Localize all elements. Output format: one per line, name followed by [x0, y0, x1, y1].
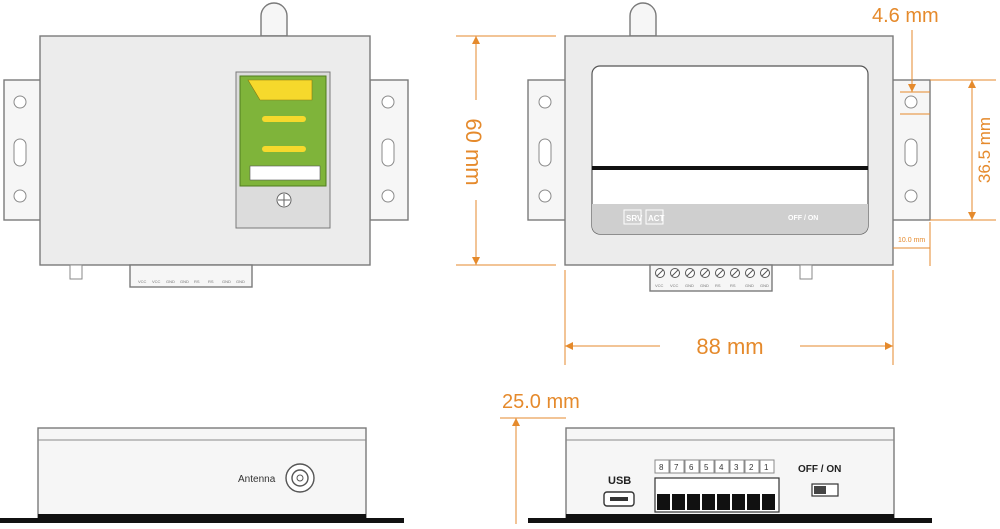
srv-label: SRV [626, 214, 643, 223]
sim-contact-strip [262, 146, 306, 152]
panel-footer [592, 204, 868, 234]
dip-number: 4 [719, 463, 724, 472]
terminal-strip [129, 264, 253, 288]
dim-hole-spacing: 36.5 mm [975, 117, 994, 183]
antenna-label: Antenna [238, 474, 276, 485]
dim-width: 88 mm [696, 334, 763, 359]
dim-height: 60 mm [461, 118, 486, 185]
ear-hole [13, 95, 27, 109]
act-led [645, 209, 664, 225]
dip-number: 6 [689, 463, 694, 472]
dim-ear-width: 10.0 mm [898, 237, 925, 244]
sim-connector [249, 165, 321, 181]
keyhole-slot [13, 138, 27, 167]
keyhole-slot [538, 138, 552, 167]
act-label: ACT [648, 214, 665, 223]
antenna-side-view: Antenna [0, 427, 404, 523]
terminal-label: GND [700, 283, 709, 288]
terminal-label: GND [236, 279, 245, 284]
terminal-label: VCC [138, 279, 147, 284]
terminal-label: GND [180, 279, 189, 284]
dip-number: 1 [764, 463, 769, 472]
ear-hole [381, 189, 395, 203]
dip-number: 5 [704, 463, 709, 472]
dim-top-gap: 4.6 mm [872, 5, 939, 27]
terminal-label: GND [166, 279, 175, 284]
terminal-label: GND [222, 279, 231, 284]
usb-label: USB [608, 475, 631, 487]
connector-stub [799, 264, 813, 280]
ear-hole [13, 189, 27, 203]
dim-depth: 25.0 mm [502, 391, 580, 413]
terminal-label: VCC [152, 279, 161, 284]
dip-number-row [654, 459, 775, 474]
dip-switches [657, 494, 775, 510]
antenna-stub [629, 2, 657, 37]
terminal-label: RS [730, 283, 736, 288]
terminal-label: RS [715, 283, 721, 288]
keyhole-slot [904, 138, 918, 167]
terminal-label: RS [208, 279, 214, 284]
sim-contacts [247, 79, 313, 101]
usb-side-view: 25.0 mm USB 8 7 6 5 4 3 2 1 OFF / ON [500, 391, 932, 524]
dip-number: 7 [674, 463, 679, 472]
antenna-stub [260, 2, 288, 37]
ear-hole [538, 189, 552, 203]
dip-number: 8 [659, 463, 664, 472]
terminal-label: VCC [655, 283, 664, 288]
ear-hole [381, 95, 395, 109]
srv-led [623, 209, 642, 225]
front-view: SRV ACT OFF / ON VCC VCC GND GND RS RS G… [456, 2, 996, 365]
terminal-label: RS [194, 279, 200, 284]
dip-number: 3 [734, 463, 739, 472]
terminal-label: GND [745, 283, 754, 288]
switch-label: OFF / ON [788, 215, 818, 222]
connector-stub [69, 264, 83, 280]
power-switch-label: OFF / ON [798, 464, 841, 475]
dip-number: 2 [749, 463, 754, 472]
terminal-label: GND [685, 283, 694, 288]
terminal-label: GND [760, 283, 769, 288]
sim-contact-strip [262, 116, 306, 122]
ear-hole [904, 95, 918, 109]
terminal-label: VCC [670, 283, 679, 288]
keyhole-slot [381, 138, 395, 167]
side-body [37, 427, 367, 521]
ear-hole [904, 189, 918, 203]
ear-hole [538, 95, 552, 109]
back-view: VCC VCC GND GND RS RS GND GND [3, 2, 409, 288]
